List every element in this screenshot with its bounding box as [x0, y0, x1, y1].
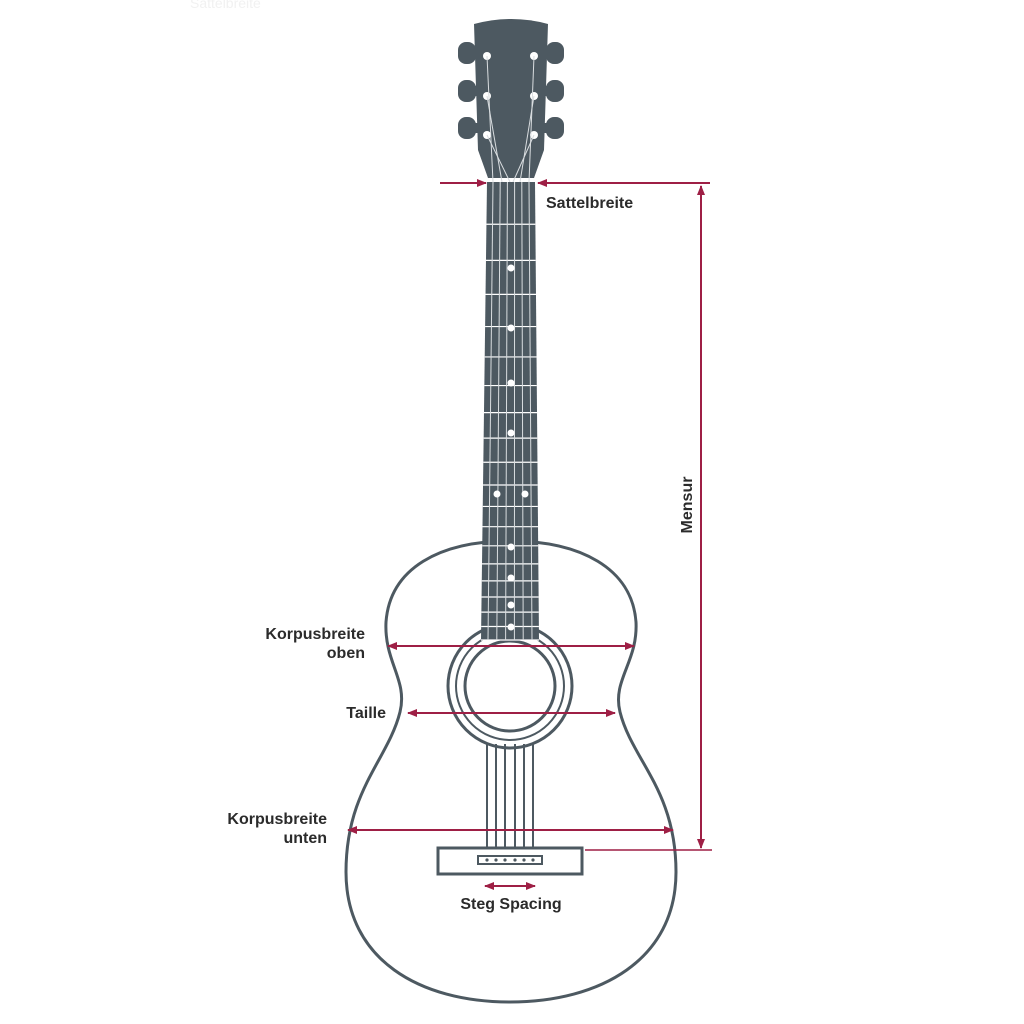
- neck-string: [521, 181, 524, 641]
- headstock: [458, 19, 564, 183]
- fretboard: [481, 181, 539, 641]
- label-korpusbreite-oben-2: oben: [327, 645, 365, 662]
- label-sattelbreite: Sattelbreite: [546, 195, 633, 212]
- label-korpusbreite-oben-1: Korpusbreite: [265, 626, 365, 643]
- label-korpusbreite-unten-2: unten: [283, 830, 327, 847]
- label-steg-spacing: Steg Spacing: [460, 896, 561, 913]
- soundhole: [446, 622, 574, 750]
- label-korpusbreite-unten-1: Korpusbreite: [227, 811, 327, 828]
- neck-strings: [487, 181, 533, 641]
- fret-inlays: [493, 264, 529, 631]
- neck-string: [505, 181, 508, 641]
- bridge: [436, 846, 584, 876]
- tuner-pegs-left: [458, 42, 480, 139]
- neck-string: [528, 181, 533, 641]
- body-strings: [486, 744, 534, 858]
- headstock-strings: [486, 55, 535, 183]
- label-taille: Taille: [346, 705, 386, 722]
- neck-string: [487, 181, 494, 641]
- dimension-mensur: [585, 185, 712, 851]
- guitar-body-outline: [344, 539, 678, 1004]
- neck-string: [496, 181, 501, 641]
- label-mensur: Mensur: [679, 477, 696, 534]
- tuner-pegs-right: [542, 42, 564, 139]
- faint-header-text: Sattelbreite: [190, 0, 261, 11]
